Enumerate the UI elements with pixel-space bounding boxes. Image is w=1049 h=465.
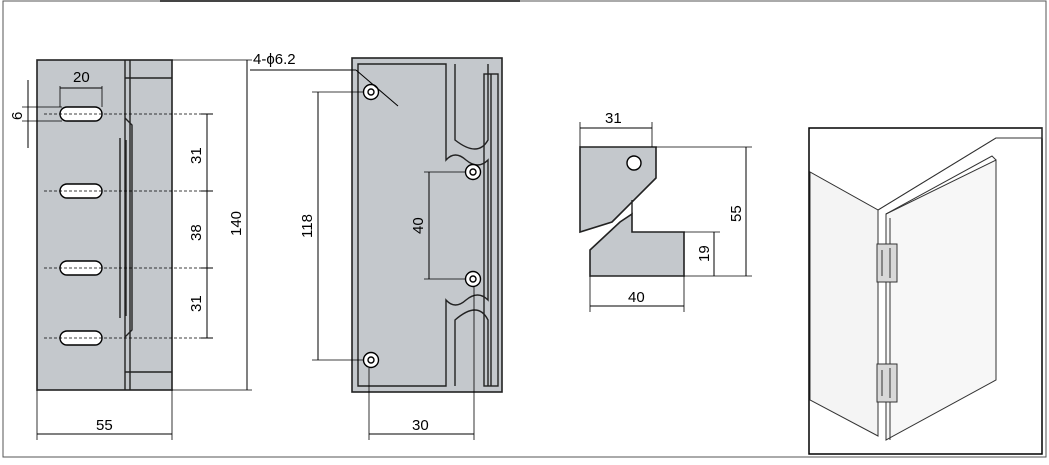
hinge-upper (876, 243, 898, 283)
dim-spacing-top: 31 (188, 147, 205, 164)
dim-side-height: 55 (728, 205, 745, 222)
isometric-inset (808, 127, 1043, 455)
side-view: 31 55 19 40 (579, 110, 752, 312)
dim-hole-offset: 30 (412, 417, 429, 434)
dim-spacing-bottom: 31 (188, 295, 205, 312)
dim-spacing-mid: 38 (188, 224, 205, 241)
hinge-lower (876, 363, 898, 403)
dim-slot-width: 20 (73, 69, 90, 86)
cabinet-side (809, 171, 879, 437)
side-lower-block (589, 212, 685, 277)
dim-total-height: 140 (228, 211, 245, 236)
front-view: 20 6 31 38 31 140 55 (9, 59, 252, 440)
dim-width: 55 (96, 417, 113, 434)
dim-side-bottom: 40 (628, 289, 645, 306)
dim-side-top: 31 (605, 110, 622, 127)
dim-side-step: 19 (696, 245, 713, 262)
dim-hole-span: 118 (299, 214, 316, 238)
front-plate (36, 59, 173, 391)
back-view: 4-ϕ6.2 118 40 30 (250, 51, 503, 440)
side-upper-block (579, 146, 657, 234)
side-hole (626, 155, 642, 171)
dim-slot-height: 6 (9, 112, 26, 120)
back-plate (351, 57, 503, 393)
dim-hole-callout: 4-ϕ6.2 (253, 51, 296, 68)
dim-hole-pitch: 40 (410, 217, 427, 234)
